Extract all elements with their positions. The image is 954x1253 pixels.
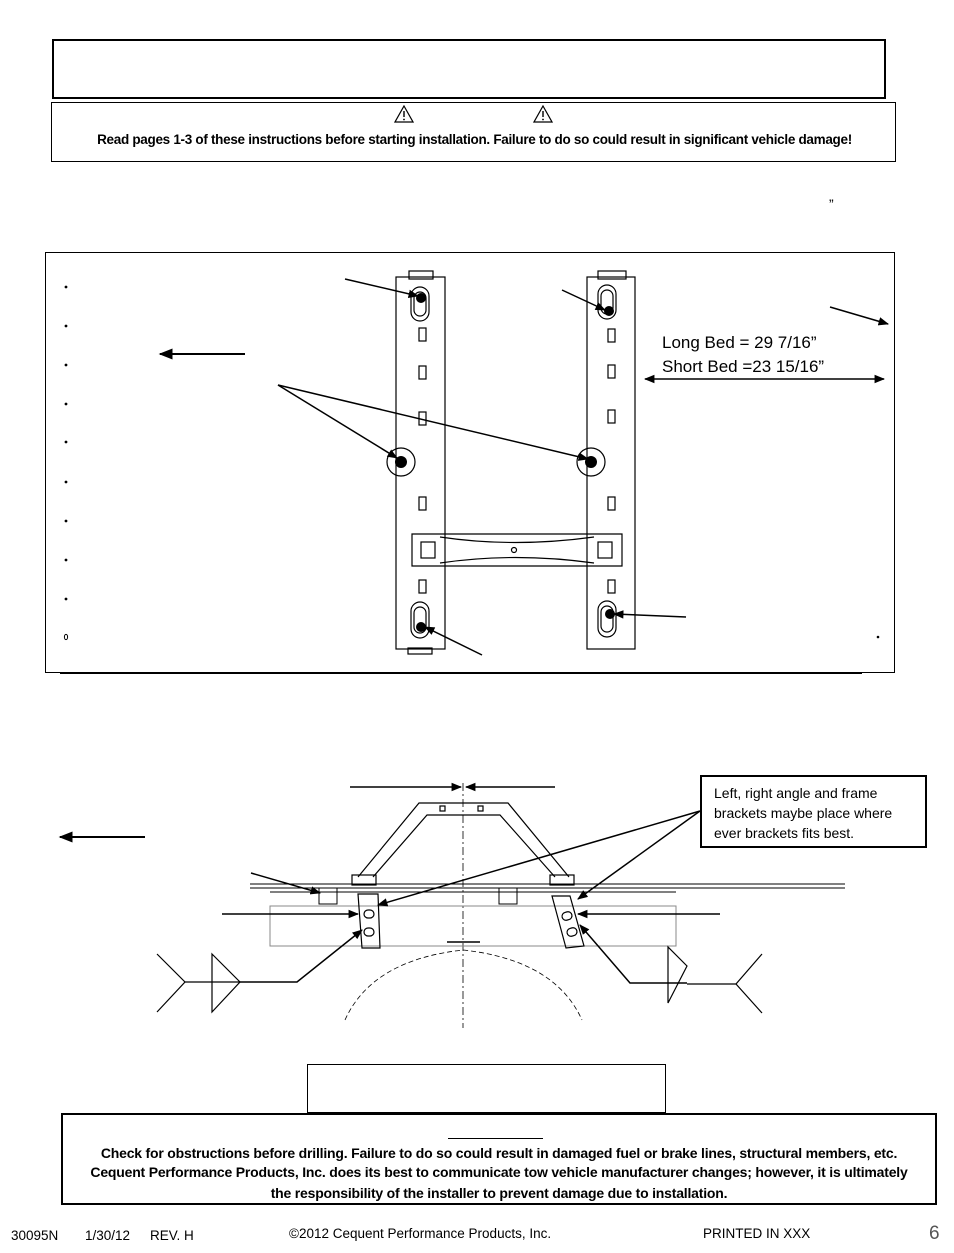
footer-copyright: ©2012 Cequent Performance Products, Inc. bbox=[289, 1226, 552, 1241]
footer-printed: PRINTED IN XXX bbox=[703, 1226, 811, 1241]
hole-ring-left bbox=[386, 447, 416, 477]
footer-part-number: 30095N bbox=[11, 1228, 59, 1243]
caution-box: Check for obstructions before drilling. … bbox=[61, 1113, 937, 1205]
wheel-arc bbox=[344, 949, 583, 1021]
right-rail-markers bbox=[585, 306, 615, 619]
long-bed-dimension: Long Bed = 29 7/16” bbox=[662, 333, 817, 352]
warning-text: Read pages 1-3 of these instructions bef… bbox=[97, 132, 852, 147]
short-bed-dimension: Short Bed =23 15/16” bbox=[662, 357, 825, 376]
hole-ring-right bbox=[576, 447, 606, 477]
cross-member bbox=[411, 533, 623, 567]
page-number: 6 bbox=[929, 1223, 940, 1244]
footer-revision: REV. H bbox=[150, 1228, 194, 1243]
truck-bed bbox=[250, 883, 845, 947]
bracket-callout: Left, right angle and frame brackets may… bbox=[700, 775, 927, 848]
warning-triangle-icon bbox=[394, 105, 414, 123]
warning-triangle-icon bbox=[533, 105, 553, 123]
warning-box: Read pages 1-3 of these instructions bef… bbox=[51, 102, 896, 162]
caution-line-3: the responsibility of the installer to p… bbox=[270, 1185, 728, 1201]
bed-dimensions: Long Bed = 29 7/16” Short Bed =23 15/16” bbox=[662, 331, 824, 379]
fastener-symbols bbox=[156, 945, 763, 1014]
caution-line-1: Check for obstructions before drilling. … bbox=[100, 1145, 898, 1161]
stray-mark: ” bbox=[829, 196, 834, 212]
side-brackets bbox=[357, 893, 585, 949]
title-box bbox=[52, 39, 886, 99]
caution-line-2: Cequent Performance Products, Inc. does … bbox=[90, 1164, 908, 1180]
footer-date: 1/30/12 bbox=[85, 1228, 131, 1243]
bullet-list bbox=[63, 285, 880, 641]
left-rail-markers bbox=[395, 293, 426, 632]
figure-caption-box bbox=[307, 1064, 666, 1113]
right-rail bbox=[586, 270, 636, 650]
caution-heading-rule bbox=[448, 1138, 543, 1139]
gooseneck-ball-arch bbox=[351, 802, 575, 886]
bed-channels bbox=[318, 887, 518, 905]
